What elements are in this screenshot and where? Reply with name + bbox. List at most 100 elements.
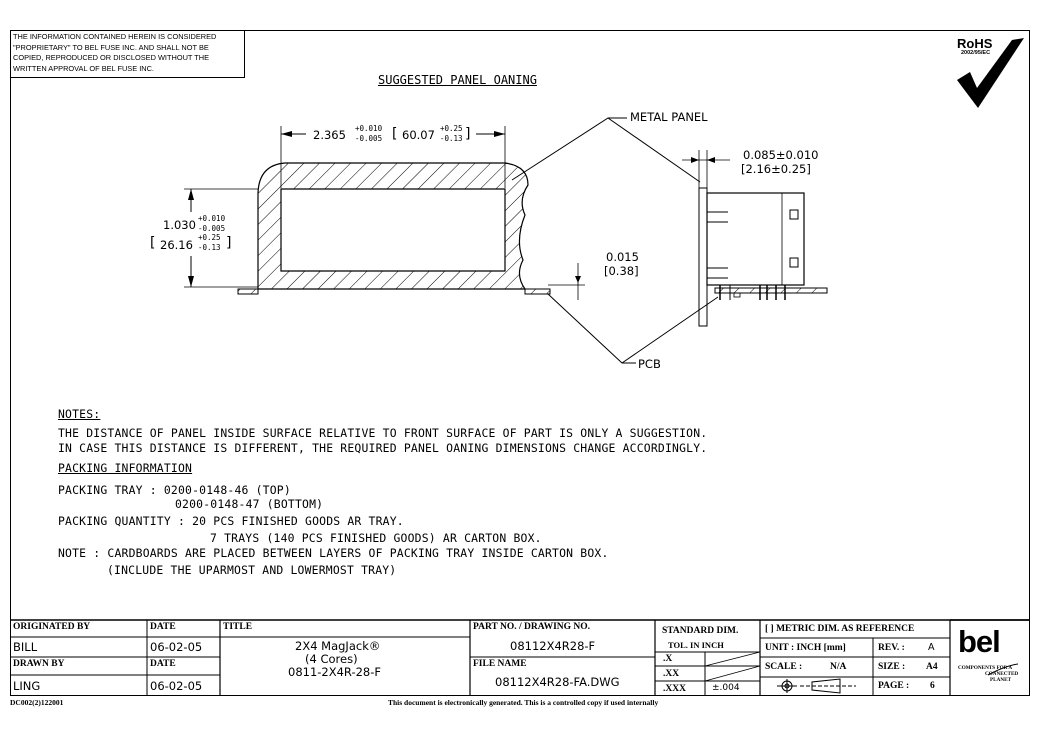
size-label: SIZE :	[878, 662, 906, 672]
height-inch-tol-plus: +0.010	[198, 214, 226, 223]
originated-by-label: ORIGINATED BY	[13, 622, 91, 632]
packing-tray-bottom: 0200-0148-47 (BOTTOM)	[175, 497, 324, 511]
projection-symbol-icon	[777, 678, 856, 694]
product-title-line-3: 0811-2X4R-28-F	[288, 665, 381, 679]
part-number: 08112X4R28-F	[510, 639, 596, 653]
tol-xxx-label: .XXX	[663, 684, 686, 694]
standard-dim-label: STANDARD DIM.	[662, 626, 739, 636]
metal-panel-label: METAL PANEL	[630, 110, 708, 124]
carton-note-1: NOTE : CARDBOARDS ARE PLACED BETWEEN LAY…	[58, 546, 609, 560]
packing-qty-1: PACKING QUANTITY : 20 PCS FINISHED GOODS…	[58, 514, 404, 528]
panel-hatch	[257, 162, 529, 290]
packing-heading: PACKING INFORMATION	[58, 461, 193, 475]
sheet-border	[10, 30, 1030, 696]
pcb-stub-right	[524, 288, 551, 295]
bel-logo: bel	[958, 624, 1001, 659]
arrowhead	[188, 189, 194, 200]
arrowhead	[707, 157, 715, 163]
width-mm-tol-minus: -0.13	[440, 134, 463, 143]
tol-xxx-value: ±.004	[712, 683, 740, 693]
rev-label: REV. :	[878, 643, 905, 653]
width-inch: 2.365	[313, 128, 346, 142]
packing-tray-top: PACKING TRAY : 0200-0148-46 (TOP)	[58, 483, 291, 497]
metal-panel-leader	[511, 117, 627, 181]
panel-thickness-mm: [2.16±0.25]	[741, 162, 811, 176]
originator: BILL	[13, 640, 38, 654]
pcb-stub-left	[237, 288, 259, 295]
height-mm-tol-plus: +0.25	[198, 233, 221, 242]
page-label: PAGE :	[878, 681, 910, 691]
size-value: A4	[926, 662, 938, 672]
unit-label: UNIT : INCH [mm]	[765, 643, 846, 653]
height-mm: 26.16	[160, 238, 193, 252]
width-mm-tol-plus: +0.25	[440, 124, 463, 133]
rev-value: A	[928, 642, 935, 653]
rohs-label: RoHS	[957, 36, 993, 51]
width-inch-tol-minus: -0.005	[355, 134, 383, 143]
bel-tagline-1: COMPONENTS FOR A	[958, 665, 1013, 671]
notes-heading: NOTES:	[58, 407, 101, 421]
height-bracket-close: ]	[226, 235, 232, 251]
arrowhead	[281, 131, 292, 137]
gap-mm: [0.38]	[604, 264, 639, 278]
note-line-1: THE DISTANCE OF PANEL INSIDE SURFACE REL…	[58, 426, 708, 440]
page-value: 6	[930, 681, 935, 691]
title-label: TITLE	[223, 622, 253, 632]
carton-note-2: (INCLUDE THE UPARMOST AND LOWERMOST TRAY…	[107, 563, 397, 577]
product-title-line-2: (4 Cores)	[305, 652, 358, 666]
date-label: DATE	[150, 622, 176, 632]
scale-value: N/A	[830, 662, 847, 672]
arrowhead	[494, 131, 505, 137]
arrowhead	[691, 157, 699, 163]
width-mm: 60.07	[402, 128, 435, 142]
bel-swoosh-icon	[987, 663, 1019, 676]
width-label-bg	[306, 122, 476, 146]
tol-xx-label: .XX	[663, 669, 680, 679]
metal-panel-leader	[607, 117, 701, 183]
height-inch: 1.030	[163, 218, 196, 232]
document-code: DC002(2)122001	[10, 698, 64, 707]
drawing-title: SUGGESTED PANEL OANING	[378, 73, 537, 87]
drawer: LING	[13, 679, 41, 693]
proprietary-notice: THE INFORMATION CONTAINED HEREIN IS CONS…	[10, 30, 245, 78]
scale-label: SCALE :	[765, 662, 803, 672]
pcb-leader	[621, 296, 719, 364]
gap-inch: 0.015	[606, 250, 639, 264]
bel-tagline-3: PLANET	[990, 677, 1012, 683]
note-line-2: IN CASE THIS DISTANCE IS DIFFERENT, THE …	[58, 441, 708, 455]
file-name-label: FILE NAME	[473, 659, 527, 669]
proprietary-line: THE INFORMATION CONTAINED HEREIN IS CONS…	[13, 32, 217, 41]
rohs-directive: 2002/95/EC	[961, 50, 991, 56]
connector-side-view	[698, 187, 828, 327]
arrowhead	[575, 276, 581, 283]
drawn-date: 06-02-05	[150, 679, 203, 693]
bel-tagline-2: CONNECTED	[985, 671, 1019, 677]
width-bracket-close: ]	[465, 126, 471, 142]
title-block-grid	[10, 619, 1030, 696]
drawn-by-label: DRAWN BY	[13, 659, 65, 669]
height-bracket-open: [	[150, 235, 156, 251]
height-label-bg	[150, 212, 240, 256]
tolerance-label: TOL. IN INCH	[668, 640, 724, 650]
width-inch-tol-plus: +0.010	[355, 124, 383, 133]
metric-reference-note: [ ] METRIC DIM. AS REFERENCE	[765, 624, 915, 634]
height-mm-tol-minus: -0.13	[198, 243, 221, 252]
panel-thickness-inch: 0.085±0.010	[743, 148, 819, 162]
check-icon	[957, 38, 1024, 108]
packing-qty-2: 7 TRAYS (140 PCS FINISHED GOODS) AR CART…	[210, 531, 542, 545]
controlled-copy-disclaimer: This document is electronically generate…	[388, 698, 659, 707]
file-name: 08112X4R28-FA.DWG	[495, 675, 620, 689]
proprietary-line: COPIED, REPRODUCED OR DISCLOSED WITHOUT …	[13, 53, 210, 62]
pcb-label: PCB	[638, 357, 661, 371]
drawn-date-label: DATE	[150, 659, 176, 669]
tol-x-label: .X	[663, 654, 673, 664]
originated-date: 06-02-05	[150, 640, 203, 654]
product-title-line-1: 2X4 MagJack®	[295, 639, 381, 653]
width-bracket-open: [	[392, 126, 398, 142]
proprietary-line: "PROPRIETARY" TO BEL FUSE INC. AND SHALL…	[13, 42, 209, 52]
proprietary-line: WRITTEN APPROVAL OF BEL FUSE INC.	[13, 63, 154, 73]
height-inch-tol-minus: -0.005	[198, 224, 226, 233]
arrowhead	[188, 276, 194, 287]
